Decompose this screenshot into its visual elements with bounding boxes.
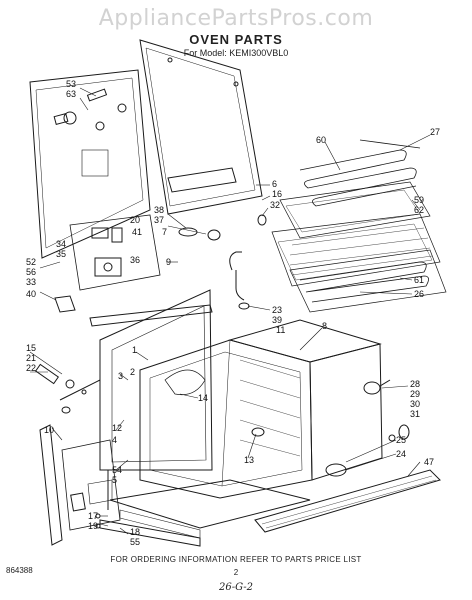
callout-39: 39 xyxy=(272,315,283,325)
callout-59: 59 xyxy=(414,195,425,205)
watermark: AppliancePartsPros.com xyxy=(98,6,374,31)
callout-25: 25 xyxy=(396,435,407,445)
callout-29: 29 xyxy=(410,389,421,399)
ordering-note: FOR ORDERING INFORMATION REFER TO PARTS … xyxy=(110,555,362,564)
handwritten-note: 26-G-2 xyxy=(218,582,254,593)
vent-grille xyxy=(254,469,441,533)
small-fittings xyxy=(178,214,267,310)
callout-6: 6 xyxy=(272,179,278,189)
callout-30: 30 xyxy=(410,399,421,409)
callout-52: 52 xyxy=(26,257,37,267)
bake-element xyxy=(299,261,429,303)
thermostat-parts xyxy=(325,379,410,477)
callout-20: 20 xyxy=(130,215,141,225)
igniter-parts xyxy=(34,363,101,529)
callout-28: 28 xyxy=(410,379,421,389)
callout-8: 8 xyxy=(322,321,328,331)
callout-35: 35 xyxy=(56,249,67,259)
callout-21: 21 xyxy=(26,353,37,363)
side-panel xyxy=(139,39,263,215)
callout-60: 60 xyxy=(316,135,327,145)
page-number: 2 xyxy=(233,568,239,577)
callout-15: 15 xyxy=(26,343,37,353)
callout-37: 37 xyxy=(154,215,165,225)
cabinet-frame xyxy=(59,289,213,510)
callout-17: 17 xyxy=(88,511,99,521)
broil-element xyxy=(299,139,421,207)
callout-19: 19 xyxy=(88,521,99,531)
callout-3: 3 xyxy=(118,371,124,381)
oven-liner xyxy=(139,319,383,499)
callout-47: 47 xyxy=(424,457,435,467)
diagram-title: OVEN PARTS xyxy=(189,32,283,47)
callout-10: 10 xyxy=(44,425,55,435)
callout-23: 23 xyxy=(272,305,283,315)
lower-panel xyxy=(61,439,121,531)
callout-62: 62 xyxy=(414,205,425,215)
callout-7: 7 xyxy=(162,227,168,237)
callout-11: 11 xyxy=(276,325,286,335)
callout-27: 27 xyxy=(430,127,441,137)
element-bracket xyxy=(54,214,213,327)
callout-41: 41 xyxy=(132,227,143,237)
callout-55: 55 xyxy=(130,537,141,547)
callout-14: 14 xyxy=(198,393,209,403)
model-label: For Model: KEMI300VBL0 xyxy=(183,48,289,58)
callout-24: 24 xyxy=(396,449,407,459)
callout-26: 26 xyxy=(414,289,425,299)
rear-panel xyxy=(29,69,151,259)
callout-12: 12 xyxy=(112,423,123,433)
callout-36: 36 xyxy=(130,255,141,265)
document-number: 864388 xyxy=(6,566,33,575)
callout-16: 16 xyxy=(272,189,283,199)
oven-racks xyxy=(271,181,447,313)
callout-1: 1 xyxy=(132,345,138,355)
callout-54: 54 xyxy=(112,465,123,475)
callout-9: 9 xyxy=(166,257,172,267)
callout-2: 2 xyxy=(130,367,136,377)
callout-38: 38 xyxy=(154,205,165,215)
callout-56: 56 xyxy=(26,267,37,277)
callout-13: 13 xyxy=(244,455,255,465)
callout-18: 18 xyxy=(130,527,141,537)
callout-63: 63 xyxy=(66,89,77,99)
callout-34: 34 xyxy=(56,239,67,249)
callout-31: 31 xyxy=(410,409,421,419)
callout-61: 61 xyxy=(414,275,425,285)
side-trim xyxy=(39,424,63,546)
leader-lines xyxy=(29,87,431,535)
callout-5: 5 xyxy=(112,475,118,485)
callout-33: 33 xyxy=(26,277,37,287)
callout-4: 4 xyxy=(112,435,118,445)
callout-22: 22 xyxy=(26,363,37,373)
callout-32: 32 xyxy=(270,200,281,210)
callout-40: 40 xyxy=(26,289,37,299)
callout-53: 53 xyxy=(66,79,77,89)
